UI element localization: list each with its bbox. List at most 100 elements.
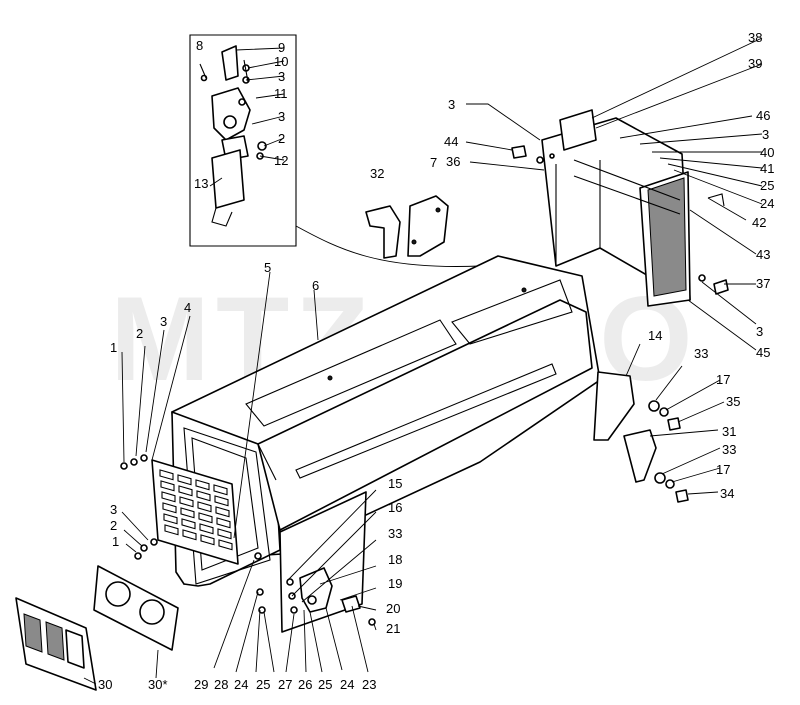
callout-38: 38 (748, 30, 762, 45)
grille-slot (164, 524, 179, 536)
side-panel (279, 491, 367, 633)
grille-slot (178, 485, 193, 497)
callout-3: 3 (160, 314, 167, 329)
callout-3: 3 (278, 69, 285, 84)
callout-33: 33 (722, 442, 736, 457)
callout-17: 17 (716, 462, 730, 477)
callout-26: 26 (298, 677, 312, 692)
hood-body (171, 255, 601, 587)
callout-30: 30 (98, 677, 112, 692)
grille-slot (162, 502, 177, 514)
callout-3: 3 (278, 109, 285, 124)
grille-slot (195, 479, 210, 491)
callout-33: 33 (388, 526, 402, 541)
callout-46: 46 (756, 108, 770, 123)
shutter-frame (536, 109, 691, 307)
callout-23: 23 (362, 677, 376, 692)
grille-slot (196, 490, 211, 502)
callout-10: 10 (274, 54, 288, 69)
callout-2: 2 (136, 326, 143, 341)
callout-29: 29 (194, 677, 208, 692)
grille-slot (177, 474, 192, 486)
callout-43: 43 (756, 247, 770, 262)
front-grille (151, 459, 239, 565)
callout-30-star: 30* (148, 677, 168, 692)
grille-slot (218, 539, 233, 551)
callout-36: 36 (446, 154, 460, 169)
callout-13: 13 (194, 176, 208, 191)
callout-3: 3 (448, 97, 455, 112)
callout-16: 16 (388, 500, 402, 515)
callout-5: 5 (264, 260, 271, 275)
grille-slot (181, 518, 196, 530)
grille-slot (215, 506, 230, 518)
callout-45: 45 (756, 345, 770, 360)
callout-labels: 38 39 46 3 40 41 25 24 42 43 37 3 45 3 4… (98, 30, 774, 692)
callout-21: 21 (386, 621, 400, 636)
callout-25: 25 (256, 677, 270, 692)
callout-9: 9 (278, 40, 285, 55)
callout-1: 1 (110, 340, 117, 355)
latch-assembly (199, 45, 267, 227)
callout-37: 37 (756, 276, 770, 291)
leader-lines (83, 37, 763, 685)
grille-slot (216, 517, 231, 529)
grille-slot (161, 491, 176, 503)
callout-27: 27 (278, 677, 292, 692)
callout-34: 34 (720, 486, 734, 501)
callout-6: 6 (312, 278, 319, 293)
inset-frame (189, 34, 297, 247)
grille-slot (182, 529, 197, 541)
callout-3: 3 (756, 324, 763, 339)
callout-17: 17 (716, 372, 730, 387)
dash-panel (15, 597, 97, 691)
bracket-7 (407, 195, 449, 257)
callout-8: 8 (196, 38, 203, 53)
callout-41: 41 (760, 161, 774, 176)
callout-35: 35 (726, 394, 740, 409)
callout-24: 24 (760, 196, 774, 211)
grille-slot (217, 528, 232, 540)
callout-25: 25 (318, 677, 332, 692)
callout-11: 11 (274, 86, 288, 101)
callout-31: 31 (722, 424, 736, 439)
callout-25: 25 (760, 178, 774, 193)
callout-15: 15 (388, 476, 402, 491)
callout-3: 3 (110, 502, 117, 517)
callout-2: 2 (110, 518, 117, 533)
grille-slot (197, 501, 212, 513)
grille-slot (180, 507, 195, 519)
callout-32: 32 (370, 166, 384, 181)
callout-20: 20 (386, 601, 400, 616)
grille-slot (213, 484, 228, 496)
callout-4: 4 (184, 300, 191, 315)
callout-28: 28 (214, 677, 228, 692)
grille-slot (200, 534, 215, 546)
grille-slot (160, 480, 175, 492)
callout-44: 44 (444, 134, 458, 149)
callout-12: 12 (274, 153, 288, 168)
callout-24: 24 (340, 677, 354, 692)
callout-40: 40 (760, 145, 774, 160)
callout-24: 24 (234, 677, 248, 692)
grille-slot (159, 469, 174, 481)
grille-slot (163, 513, 178, 525)
callout-42: 42 (752, 215, 766, 230)
grille-slot (179, 496, 194, 508)
callout-7: 7 (430, 155, 437, 170)
callout-33: 33 (694, 346, 708, 361)
grille-slot (214, 495, 229, 507)
callout-18: 18 (388, 552, 402, 567)
bracket-32 (365, 205, 401, 259)
headlight-plate (93, 565, 179, 651)
callout-19: 19 (388, 576, 402, 591)
callout-39: 39 (748, 56, 762, 71)
callout-1: 1 (112, 534, 119, 549)
grille-slot (199, 523, 214, 535)
callout-14: 14 (648, 328, 662, 343)
grille-slot (198, 512, 213, 524)
callout-2: 2 (278, 131, 285, 146)
callout-3: 3 (762, 127, 769, 142)
